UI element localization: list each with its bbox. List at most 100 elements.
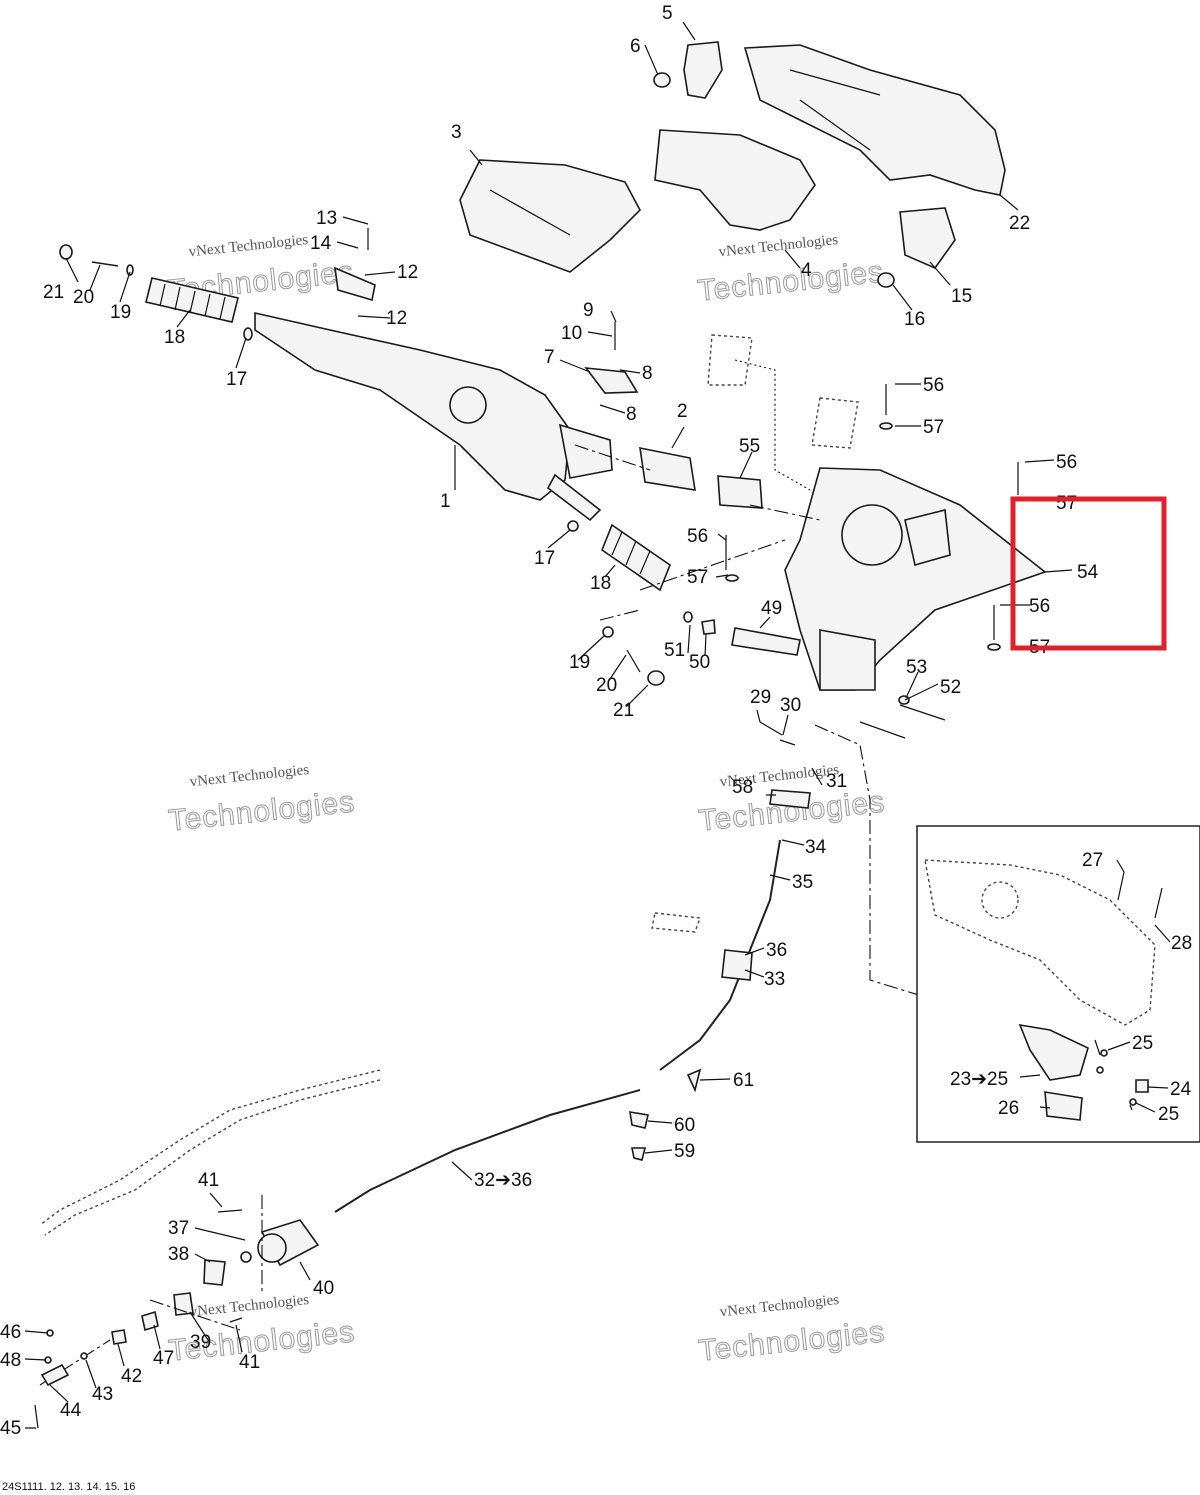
callout-44: 44 xyxy=(60,1400,82,1421)
washer-57c xyxy=(987,643,1001,651)
callout-2: 2 xyxy=(677,401,688,422)
callout-60: 60 xyxy=(674,1115,695,1136)
grip-18-right xyxy=(601,523,671,592)
callout-39: 39 xyxy=(190,1332,211,1353)
washer-57b xyxy=(725,574,739,582)
watermark-line1: vNext Technologies xyxy=(188,232,309,260)
callout-3: 3 xyxy=(451,122,462,143)
switch-housing-5 xyxy=(683,41,723,99)
handlebar-1 xyxy=(254,311,613,522)
watermark-line2: Technologies xyxy=(696,255,886,307)
callout-56a: 56 xyxy=(923,375,944,396)
watermark-line2: Technologies xyxy=(167,785,357,837)
callout-37: 37 xyxy=(168,1218,189,1239)
callout-38: 38 xyxy=(168,1244,189,1265)
end-cap-21-right xyxy=(647,670,665,686)
nut-25b xyxy=(1096,1066,1104,1074)
callout-46: 46 xyxy=(0,1322,21,1343)
spacer-24 xyxy=(1135,1079,1149,1093)
part-43 xyxy=(80,1352,88,1360)
washer-19-right xyxy=(602,626,614,638)
diagram-code: 24S1111. 12. 13. 14. 15. 16 xyxy=(2,1481,135,1493)
leader-lines xyxy=(24,21,1171,1429)
callout-24: 24 xyxy=(1170,1079,1192,1100)
boot-55 xyxy=(717,475,763,509)
callout-52: 52 xyxy=(940,677,961,698)
callout-20a: 20 xyxy=(73,287,94,308)
callout-16: 16 xyxy=(904,309,925,330)
cover-upper xyxy=(743,44,1006,196)
lever-7 xyxy=(584,367,639,394)
watermark-line2: Technologies xyxy=(697,1315,887,1367)
callout-13: 13 xyxy=(316,208,337,229)
callout-1: 1 xyxy=(440,491,451,512)
callout-25b: 25 xyxy=(1158,1104,1179,1125)
callout-27: 27 xyxy=(1082,850,1103,871)
callout-8b: 8 xyxy=(626,404,637,425)
callout-55: 55 xyxy=(739,436,760,457)
watermark-line1: vNext Technologies xyxy=(719,1292,840,1320)
washer-19 xyxy=(126,264,134,276)
callout-17a: 17 xyxy=(226,369,247,390)
callout-12a: 12 xyxy=(397,262,418,283)
highlight-box xyxy=(1010,496,1167,651)
callout-17b: 17 xyxy=(534,548,555,569)
callout-50: 50 xyxy=(689,652,710,673)
callout-41a: 41 xyxy=(198,1170,219,1191)
cable-assembly xyxy=(334,839,781,1213)
grip-18-left xyxy=(145,277,239,323)
cover-4 xyxy=(654,129,816,231)
watermark-line1: vNext Technologies xyxy=(718,232,839,260)
callout-22: 22 xyxy=(1009,213,1030,234)
callout-21a: 21 xyxy=(43,282,64,303)
callout-56d: 56 xyxy=(687,526,708,547)
clip-61 xyxy=(686,1068,702,1093)
callout-53: 53 xyxy=(906,657,927,678)
callout-36: 36 xyxy=(766,940,787,961)
callout-labels: 5 6 3 22 13 14 12 12 21 20 19 18 17 4 15… xyxy=(0,3,1192,1439)
end-cap-21 xyxy=(59,244,73,260)
callout-14: 14 xyxy=(310,233,332,254)
watermark-line1: vNext Technologies xyxy=(189,762,310,790)
callout-61: 61 xyxy=(733,1070,754,1091)
callout-45: 45 xyxy=(0,1418,21,1439)
callout-57a: 57 xyxy=(923,417,944,438)
clip-50 xyxy=(701,619,716,635)
callout-49: 49 xyxy=(761,598,782,619)
callout-59: 59 xyxy=(674,1141,695,1162)
callout-43: 43 xyxy=(92,1384,113,1405)
callout-54: 54 xyxy=(1077,562,1099,583)
callout-10: 10 xyxy=(561,323,582,344)
callout-33: 33 xyxy=(764,969,785,990)
callout-58: 58 xyxy=(732,777,753,798)
bracket-58 xyxy=(769,789,811,809)
bottom-mechanism xyxy=(173,1219,320,1316)
callout-6: 6 xyxy=(630,36,641,57)
ghost-part-upper xyxy=(707,334,753,386)
steering-column-54 xyxy=(784,467,1047,691)
switch-housing-15 xyxy=(899,207,956,269)
grommet-6 xyxy=(653,72,671,88)
callout-25a: 25 xyxy=(1132,1033,1153,1054)
screw-20 xyxy=(91,261,119,267)
callout-51: 51 xyxy=(664,640,685,661)
callout-15: 15 xyxy=(951,286,972,307)
callout-41b: 41 xyxy=(239,1352,260,1373)
detail-inset xyxy=(916,825,1200,1143)
clamp-11 xyxy=(334,266,376,302)
callout-8a: 8 xyxy=(642,363,653,384)
callout-57b: 57 xyxy=(1056,493,1077,514)
ring-2 xyxy=(639,446,696,491)
callout-56c: 56 xyxy=(1029,596,1050,617)
callout-21b: 21 xyxy=(613,700,634,721)
callout-19b: 19 xyxy=(569,652,590,673)
rod-end-44 xyxy=(40,1363,70,1387)
callout-7: 7 xyxy=(544,347,555,368)
nut-25a xyxy=(1100,1049,1108,1057)
part-42 xyxy=(111,1329,127,1345)
ghost-part-lower xyxy=(811,397,859,449)
callout-32-36: 32➔36 xyxy=(474,1170,532,1191)
part-47 xyxy=(141,1310,159,1332)
clip-60 xyxy=(629,1111,649,1129)
